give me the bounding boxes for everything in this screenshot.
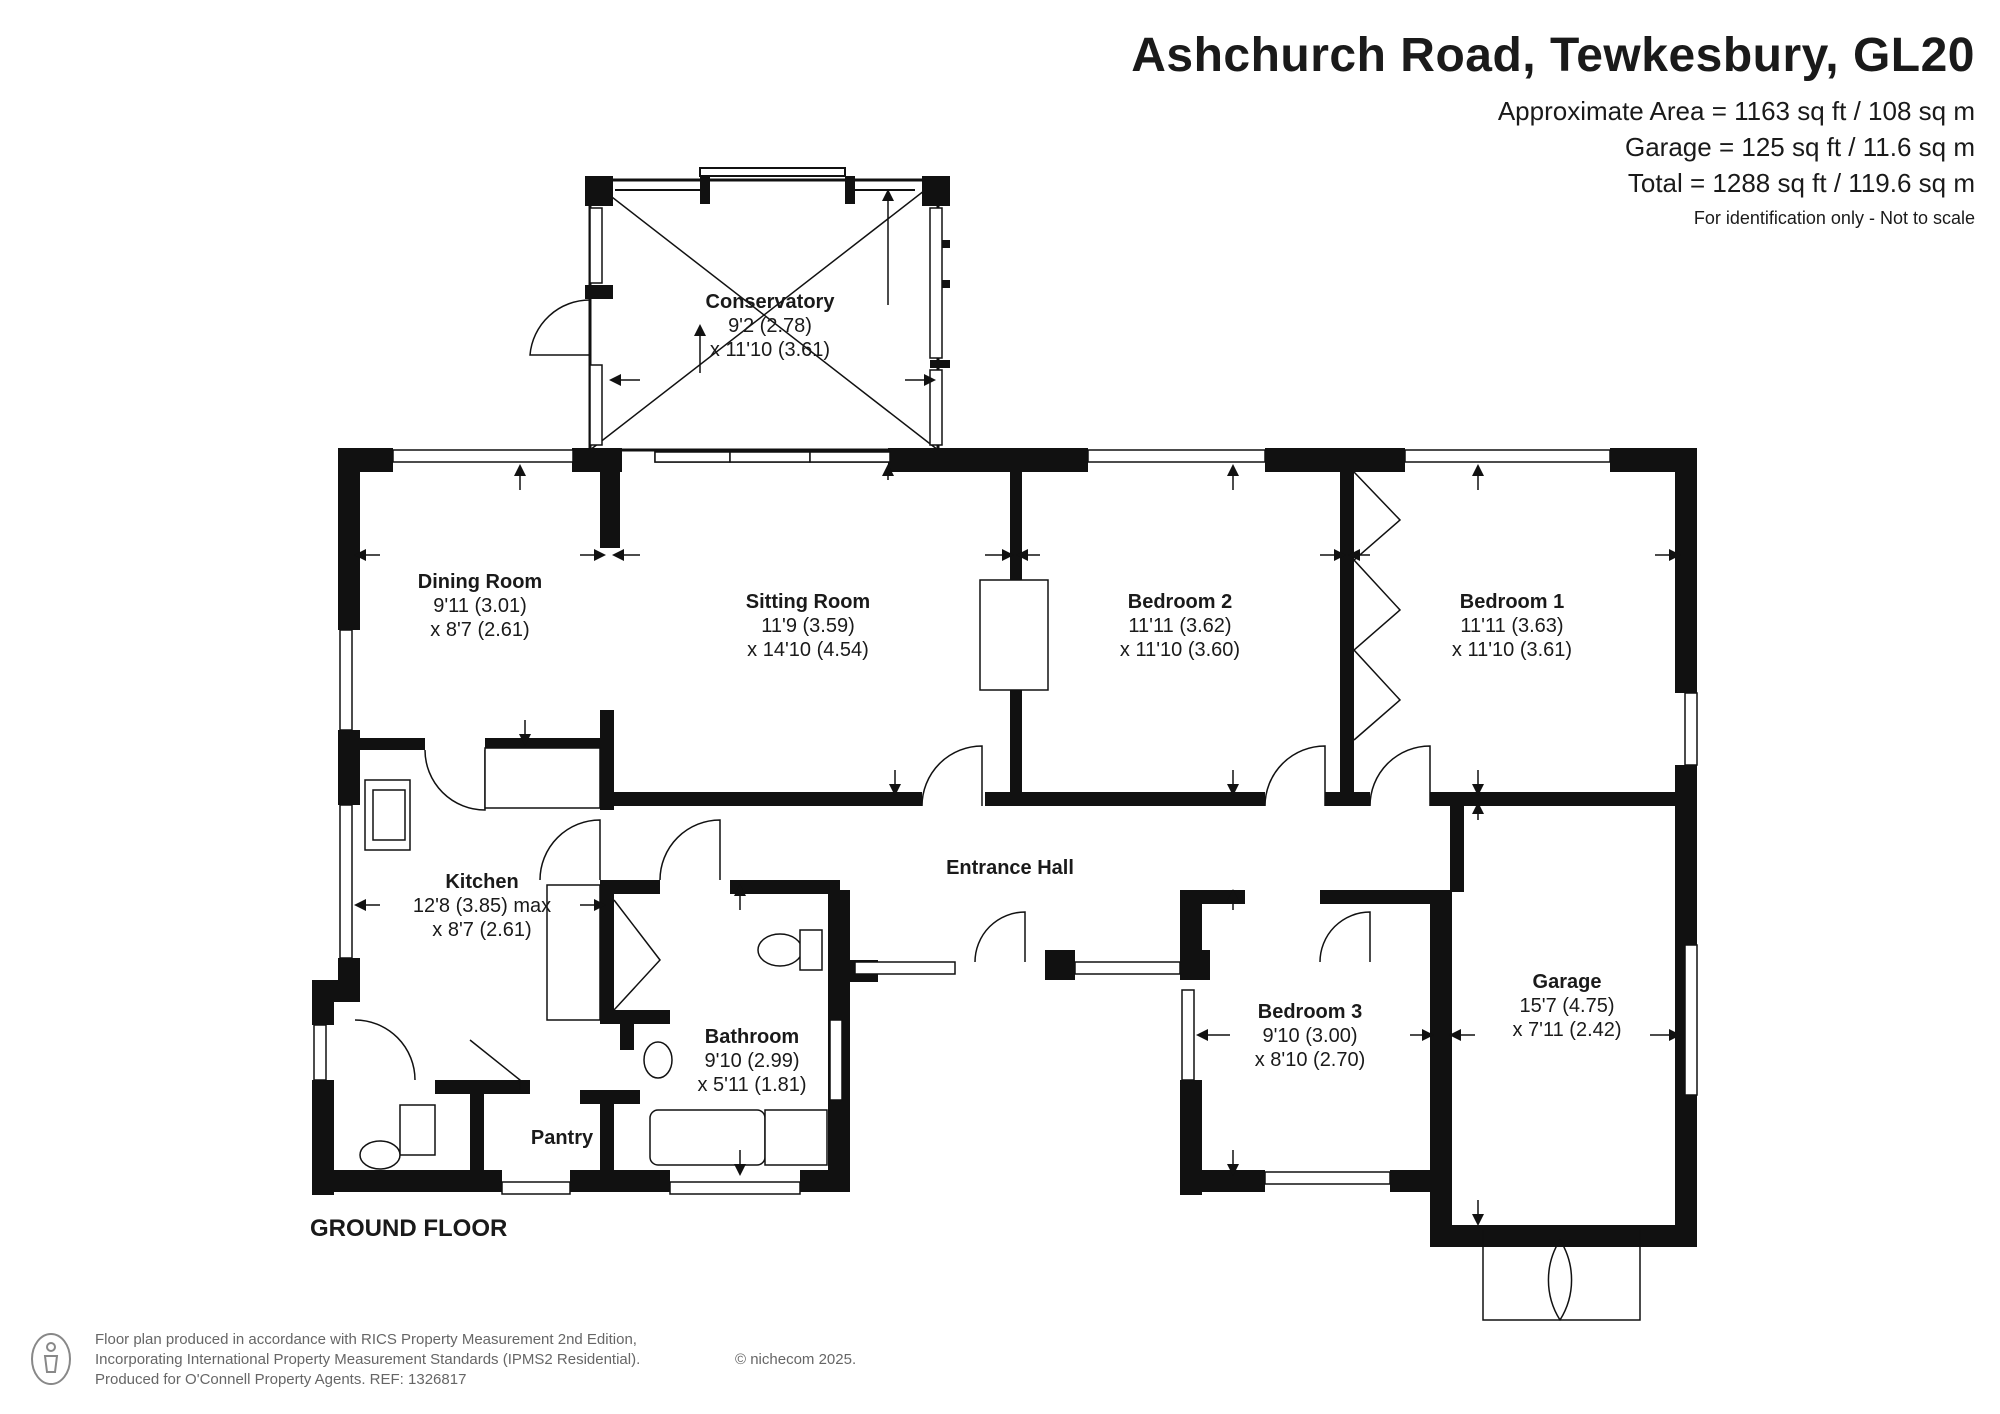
room-garage: Garage 15'7 (4.75) x 7'11 (2.42) — [1512, 970, 1621, 1042]
property-title: Ashchurch Road, Tewkesbury, GL20 — [1131, 29, 1975, 82]
room-name: Sitting Room — [745, 591, 871, 613]
dimension-arrows — [354, 189, 1681, 1226]
bathroom-cupboard — [613, 899, 661, 1011]
room-name: Entrance Hall — [946, 857, 1074, 879]
room-name: Dining Room — [417, 571, 543, 593]
room-pantry: Pantry — [531, 1126, 593, 1150]
room-dim-length: x 14'10 (4.54) — [747, 639, 869, 661]
room-dim-width: 11'11 (3.62) — [1128, 615, 1232, 637]
room-name: Conservatory — [705, 291, 835, 313]
room-name: Garage — [1532, 971, 1602, 993]
room-name: Bedroom 1 — [1459, 591, 1565, 613]
sliding-doors — [654, 451, 891, 463]
room-dim-width: 12'8 (3.85) max — [412, 895, 552, 917]
room-name: Bathroom — [704, 1026, 800, 1048]
copyright: © nichecom 2025. — [735, 1351, 857, 1368]
conservatory-windows — [589, 207, 943, 446]
room-name: Bedroom 2 — [1127, 591, 1233, 613]
total-area: Total = 1288 sq ft / 119.6 sq m — [1627, 168, 1975, 198]
room-dim-length: x 11'10 (3.61) — [709, 339, 831, 361]
person-icon — [31, 1333, 71, 1385]
room-dim-length: x 8'10 (2.70) — [1254, 1049, 1366, 1071]
floor-label: GROUND FLOOR — [310, 1215, 508, 1242]
conservatory-door — [529, 299, 591, 356]
room-dim-width: 9'10 (3.00) — [1262, 1025, 1358, 1047]
room-kitchen: Kitchen 12'8 (3.85) max x 8'7 (2.61) — [413, 870, 551, 942]
scale-disclaimer: For identification only - Not to scale — [1693, 208, 1975, 228]
room-dim-length: x 7'11 (2.42) — [1512, 1019, 1622, 1041]
room-conservatory: Conservatory 9'2 (2.78) x 11'10 (3.61) — [706, 290, 835, 362]
room-dim-width: 9'2 (2.78) — [728, 315, 812, 337]
garage-area: Garage = 125 sq ft / 11.6 sq m — [1625, 132, 1975, 162]
room-bedroom-1: Bedroom 1 11'11 (3.63) x 11'10 (3.61) — [1452, 590, 1572, 662]
room-name: Bedroom 3 — [1257, 1001, 1363, 1023]
room-bedroom-3: Bedroom 3 9'10 (3.00) x 8'10 (2.70) — [1255, 1000, 1366, 1072]
room-dining: Dining Room 9'11 (3.01) x 8'7 (2.61) — [418, 570, 542, 642]
room-dim-width: 11'11 (3.63) — [1460, 615, 1564, 637]
fixtures — [359, 579, 1049, 1170]
room-dim-length: x 8'7 (2.61) — [430, 619, 530, 641]
room-dim-length: x 11'10 (3.60) — [1119, 639, 1241, 661]
conservatory-posts — [585, 176, 950, 368]
room-dim-width: 15'7 (4.75) — [1519, 995, 1615, 1017]
room-dim-length: x 11'10 (3.61) — [1451, 639, 1573, 661]
footer-line-3: Produced for O'Connell Property Agents. … — [95, 1371, 467, 1388]
exterior-walls — [312, 448, 1697, 1247]
room-dim-width: 9'10 (2.99) — [704, 1050, 800, 1072]
footer-line-1: Floor plan produced in accordance with R… — [95, 1331, 637, 1348]
room-entrance-hall: Entrance Hall — [946, 856, 1074, 880]
approximate-area: Approximate Area = 1163 sq ft / 108 sq m — [1497, 96, 1975, 126]
room-name: Pantry — [530, 1127, 594, 1149]
wardrobe-bedroom1 — [1352, 471, 1402, 741]
room-dim-width: 11'9 (3.59) — [761, 615, 855, 637]
footer: Floor plan produced in accordance with R… — [95, 1330, 856, 1390]
room-sitting: Sitting Room 11'9 (3.59) x 14'10 (4.54) — [746, 590, 870, 662]
room-dim-width: 9'11 (3.01) — [433, 595, 527, 617]
room-name: Kitchen — [445, 871, 519, 893]
room-bathroom: Bathroom 9'10 (2.99) x 5'11 (1.81) — [697, 1025, 806, 1097]
room-dim-length: x 5'11 (1.81) — [697, 1074, 807, 1096]
room-bedroom-2: Bedroom 2 11'11 (3.62) x 11'10 (3.60) — [1120, 590, 1240, 662]
room-dim-length: x 8'7 (2.61) — [432, 919, 532, 941]
doors — [354, 745, 1641, 1321]
footer-line-2: Incorporating International Property Mea… — [95, 1351, 641, 1368]
